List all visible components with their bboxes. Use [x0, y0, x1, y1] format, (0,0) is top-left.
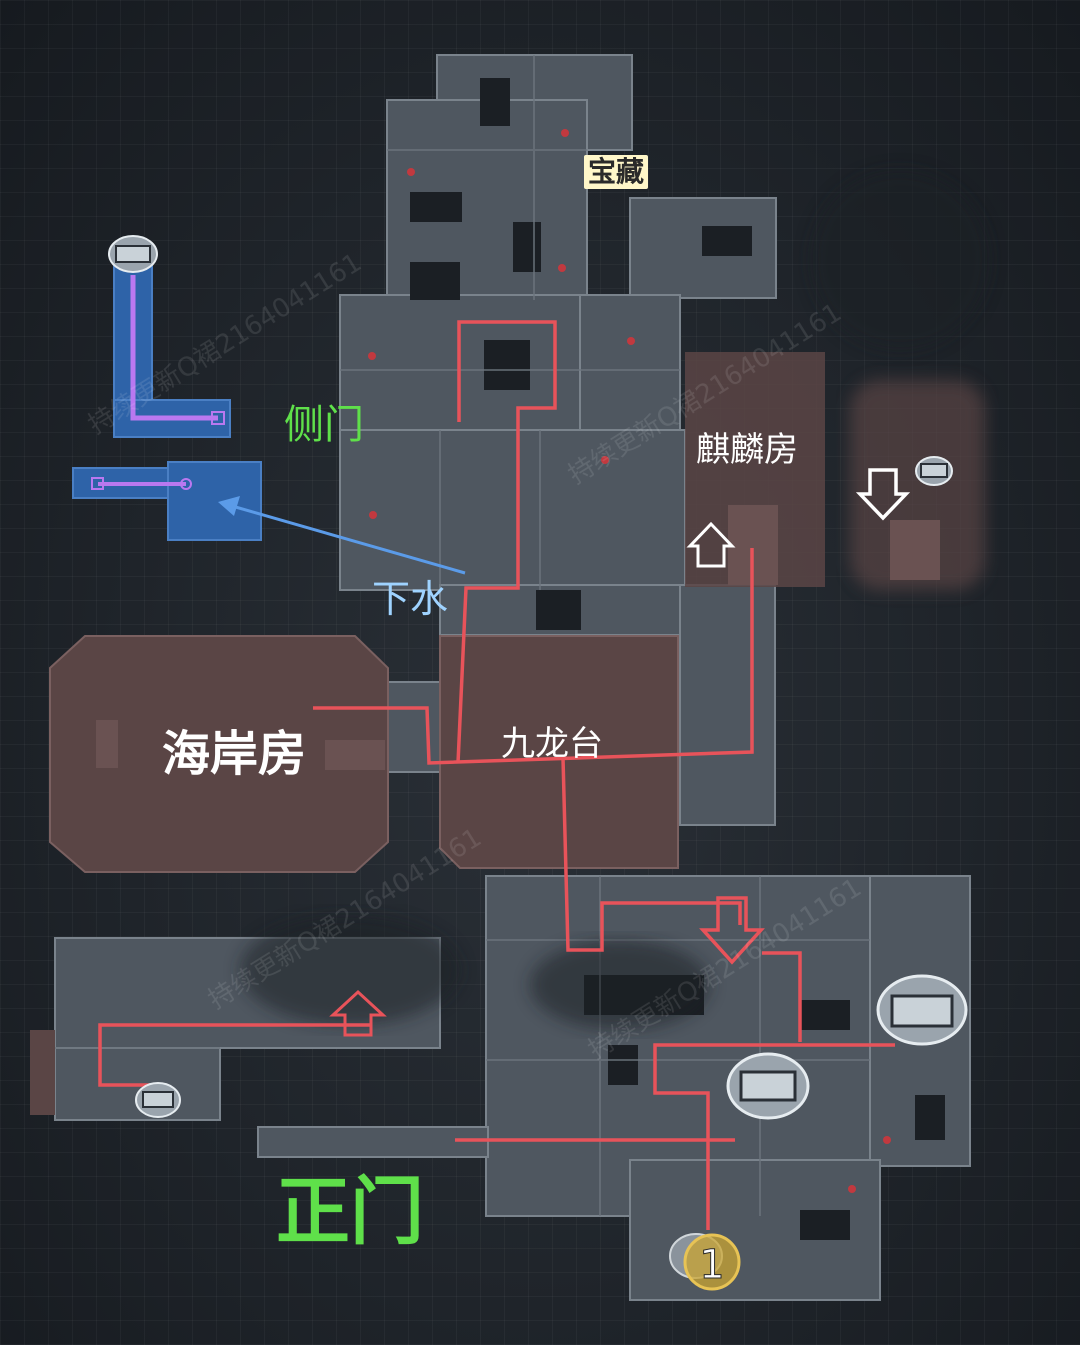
- up-arrow-icon: [686, 521, 736, 568]
- water-area: [72, 261, 262, 541]
- hole: [513, 222, 541, 272]
- chest-icon: [135, 1082, 181, 1118]
- down-water-arrow: [218, 496, 466, 575]
- down-arrow-icon: [699, 896, 765, 965]
- room-east-corridor: [679, 584, 776, 826]
- qilin-room-label: 麒麟房: [696, 430, 798, 470]
- special-rooms: [30, 352, 985, 1115]
- chest-icon: [726, 1052, 810, 1120]
- chest-icon: [876, 974, 968, 1046]
- hole: [800, 1210, 850, 1240]
- hole: [702, 226, 752, 256]
- route-north: [456, 320, 557, 764]
- route-south: [561, 757, 742, 952]
- qilin-side-stairs: [890, 520, 940, 580]
- fog: [810, 170, 990, 350]
- hole: [536, 590, 581, 630]
- red-dots: [368, 129, 891, 1193]
- route-west-wing: [98, 1023, 370, 1087]
- west-wing-edge: [30, 1030, 55, 1115]
- fog: [240, 915, 460, 1025]
- fog: [530, 940, 710, 1030]
- hole: [410, 192, 462, 222]
- down-water-label: 下水: [372, 577, 449, 621]
- chest-icon: [915, 456, 953, 486]
- water-route: [130, 275, 218, 421]
- up-arrow-icon: [329, 989, 387, 1037]
- route-southeast: [762, 951, 802, 1042]
- chest-icon: [108, 235, 158, 273]
- shore-room-label: 海岸房: [162, 726, 307, 782]
- room-gate-corridor: [257, 1126, 489, 1158]
- route-shore: [313, 548, 754, 765]
- hole: [410, 262, 460, 300]
- side-gate-label: 侧门: [284, 402, 364, 448]
- down-arrow-icon: [855, 468, 911, 521]
- hole: [915, 1095, 945, 1140]
- nine-dragon-label: 九龙台: [501, 724, 603, 764]
- shore-room-stairs-right: [325, 740, 385, 770]
- shore-room: [49, 635, 389, 873]
- shore-room-stairs-left: [96, 720, 118, 768]
- qilin-side-room: [850, 380, 985, 590]
- number-marker-label: 1: [699, 1242, 724, 1288]
- water-room-lower-box: [167, 461, 262, 541]
- hole: [484, 340, 530, 390]
- hole: [480, 78, 510, 126]
- nine-dragon-room: [439, 635, 679, 869]
- fog-overlay: [240, 170, 990, 1030]
- number-marker-icon: 1: [683, 1233, 741, 1291]
- treasure-label: 宝藏: [584, 155, 649, 189]
- hole: [608, 1045, 638, 1085]
- main-gate-label: 正门: [276, 1169, 424, 1255]
- room-west-connector: [384, 681, 446, 773]
- red-route: [98, 320, 895, 1230]
- hole: [800, 1000, 850, 1030]
